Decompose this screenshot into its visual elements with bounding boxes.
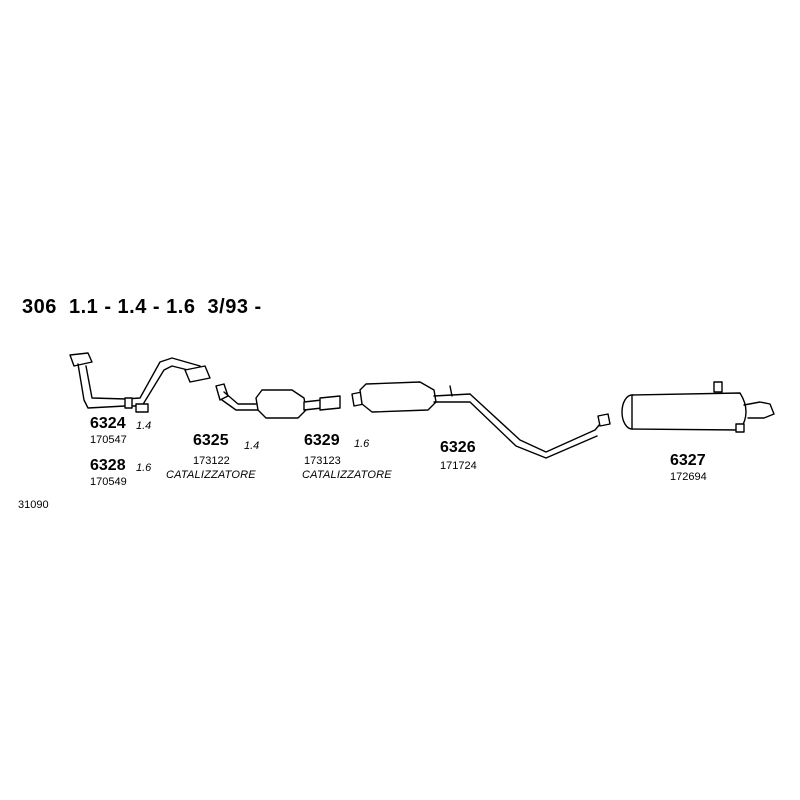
part-6324-front-pipe-illustration <box>69 352 211 413</box>
model-title: 306 1.1 - 1.4 - 1.6 3/93 - <box>22 296 262 318</box>
part-6324-code: 6324 <box>90 415 126 432</box>
part-6329-ref: 173123 <box>304 455 341 467</box>
part-6325-code: 6325 <box>193 432 229 449</box>
part-6329-code: 6329 <box>304 432 340 449</box>
part-6328-code: 6328 <box>90 457 126 474</box>
part-6327-rear-silencer-illustration <box>621 381 775 433</box>
part-6324-ref: 170547 <box>90 434 127 446</box>
part-6324-variant: 1.4 <box>136 420 152 432</box>
part-6329-note: CATALIZZATORE <box>302 469 392 481</box>
part-6328-ref: 170549 <box>90 476 127 488</box>
part-6329-variant: 1.6 <box>354 438 370 450</box>
part-6327-ref: 172694 <box>670 471 707 483</box>
part-6328-variant: 1.6 <box>136 462 152 474</box>
part-6326-ref: 171724 <box>440 460 477 472</box>
part-6326-code: 6326 <box>440 439 476 456</box>
part-6325-note: CATALIZZATORE <box>166 469 256 481</box>
part-6326-intermediate-silencer-illustration <box>351 381 611 459</box>
diagram-id: 31090 <box>18 499 49 511</box>
part-6327-code: 6327 <box>670 452 706 469</box>
part-6325-variant: 1.4 <box>244 440 260 452</box>
part-6325-ref: 173122 <box>193 455 230 467</box>
part-6325-catalyst-illustration <box>215 383 341 419</box>
